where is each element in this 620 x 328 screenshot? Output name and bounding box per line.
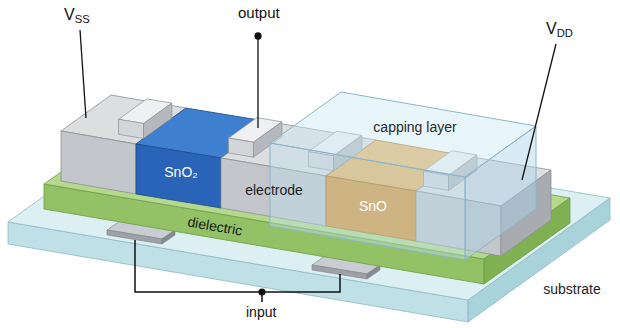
capping-layer: capping layerSnO	[270, 92, 536, 260]
gate-electrode-part	[162, 230, 175, 244]
leader-line-part	[257, 36, 258, 128]
capping-layer-box-part	[270, 92, 536, 177]
leader-line-part	[255, 33, 261, 39]
leader-line	[80, 30, 556, 180]
layer-name: SnO₂	[145, 160, 217, 184]
contact-pad-part	[144, 103, 172, 138]
sno2-channel-part	[136, 144, 221, 208]
vss-electrode-part	[61, 131, 136, 194]
input-wire-part	[259, 289, 265, 295]
contact-pad-part	[119, 119, 144, 138]
electrode-block: electrode	[228, 180, 320, 200]
channel-block: SnO	[340, 194, 406, 218]
supply-label: VDD	[546, 20, 573, 39]
output-label: output	[238, 5, 280, 22]
capping-layer-box	[270, 92, 536, 260]
layer-name: substrate	[537, 280, 607, 298]
layer-name: capping layer	[365, 118, 465, 136]
layer-name: electrode	[228, 180, 320, 200]
substrate-layer: substrate	[8, 120, 610, 323]
contact-pad-part	[229, 138, 254, 157]
leader-line-part	[80, 30, 86, 118]
input-label: input	[246, 305, 276, 320]
supply-label: VSS	[64, 6, 90, 25]
dielectric-layer: dielectric	[177, 217, 253, 235]
leader-line-part	[522, 44, 556, 180]
layer-name: SnO	[340, 194, 406, 218]
gate-electrode-part	[367, 265, 380, 279]
channel-block: SnO₂	[145, 160, 217, 184]
